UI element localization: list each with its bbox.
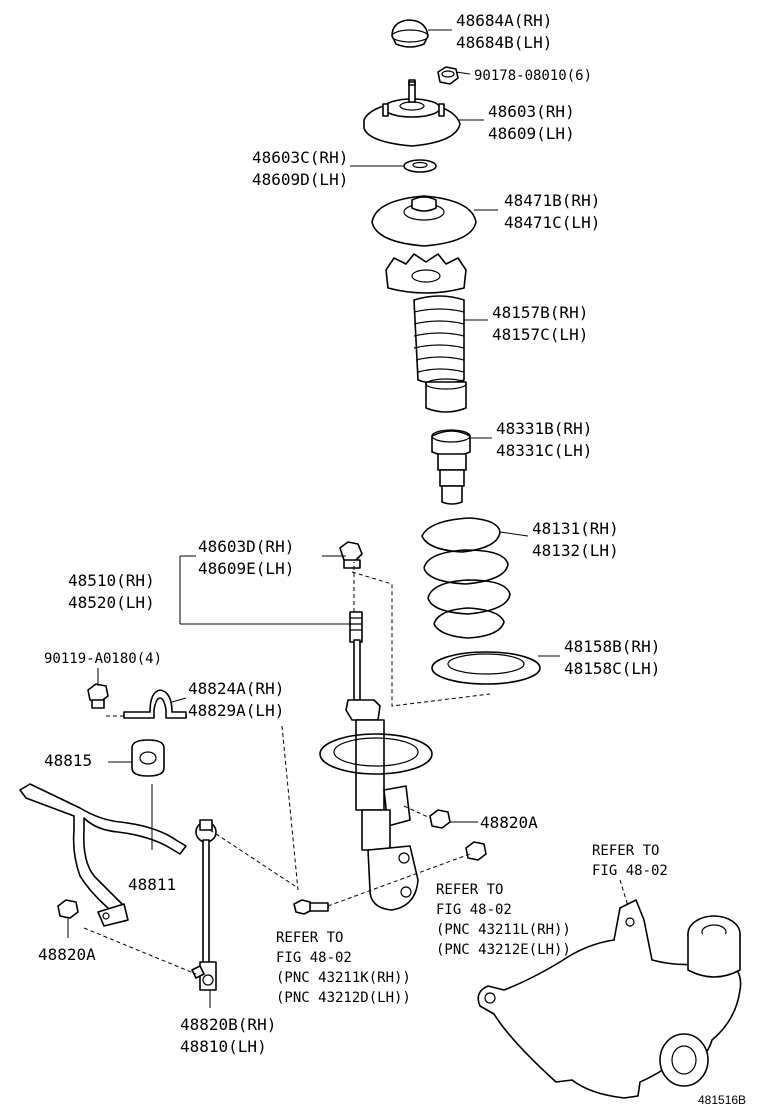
dust-boot — [385, 253, 467, 413]
label-48684b: 48684B(LH) — [456, 33, 552, 52]
label-refer-left-2: FIG 48-02 — [276, 950, 352, 966]
label-48815: 48815 — [44, 751, 92, 770]
label-48331b: 48331B(RH) — [496, 419, 592, 438]
strut-nut — [339, 541, 363, 569]
label-refer-mid-3: (PNC 43211L(RH)) — [436, 922, 571, 938]
label-refer-right-1: REFER TO — [592, 843, 659, 859]
label-48609e: 48609E(LH) — [198, 559, 294, 578]
lower-spring-insulator — [431, 651, 541, 685]
label-48471c: 48471C(LH) — [504, 213, 600, 232]
link-nut-left — [57, 899, 79, 919]
label-48471b: 48471B(RH) — [504, 191, 600, 210]
label-refer-right-2: FIG 48-02 — [592, 863, 668, 879]
upper-spring-seat — [371, 195, 477, 247]
label-48603d: 48603D(RH) — [198, 537, 294, 556]
label-48603: 48603(RH) — [488, 102, 575, 121]
label-48820b: 48820B(RH) — [180, 1015, 276, 1034]
label-48684a: 48684A(RH) — [456, 11, 552, 30]
label-48829a: 48829A(LH) — [188, 701, 284, 720]
label-48810: 48810(LH) — [180, 1037, 267, 1056]
label-refer-mid-1: REFER TO — [436, 882, 503, 898]
label-48157c: 48157C(LH) — [492, 325, 588, 344]
stabilizer-bracket — [123, 689, 187, 719]
stabilizer-bar — [19, 783, 187, 927]
label-48158b: 48158B(RH) — [564, 637, 660, 656]
label-48820a-left: 48820A — [38, 945, 96, 964]
stabilizer-link — [191, 819, 217, 991]
label-48609: 48609(LH) — [488, 124, 575, 143]
label-refer-mid-4: (PNC 43212E(LH)) — [436, 942, 571, 958]
bracket-bolt — [87, 683, 109, 709]
label-refer-left-4: (PNC 43212D(LH)) — [276, 990, 411, 1006]
label-48157b: 48157B(RH) — [492, 303, 588, 322]
stabilizer-bushing — [131, 739, 165, 777]
dashed-guides — [83, 562, 629, 975]
steering-knuckle — [477, 899, 742, 1099]
part-labels: 48684A(RH) 48684B(LH) 90178-08010(6) 486… — [38, 11, 746, 1107]
label-refer-mid-2: FIG 48-02 — [436, 902, 512, 918]
mount-bearing — [403, 159, 437, 173]
label-48132: 48132(LH) — [532, 541, 619, 560]
label-48820a-right: 48820A — [480, 813, 538, 832]
strut-mount — [363, 79, 461, 147]
label-48520: 48520(LH) — [68, 593, 155, 612]
link-nut-right — [429, 809, 451, 829]
label-48609d: 48609D(LH) — [252, 170, 348, 189]
label-48131: 48131(RH) — [532, 519, 619, 538]
label-48824a: 48824A(RH) — [188, 679, 284, 698]
label-48158c: 48158C(LH) — [564, 659, 660, 678]
label-refer-left-3: (PNC 43211K(RH)) — [276, 970, 411, 986]
label-90119: 90119-A0180(4) — [44, 651, 162, 667]
coil-spring — [421, 517, 511, 639]
shock-absorber-strut — [319, 611, 433, 911]
strut-bolt — [293, 899, 329, 915]
label-90178: 90178-08010(6) — [474, 68, 592, 84]
leader-lines — [67, 29, 560, 1008]
label-48331c: 48331C(LH) — [496, 441, 592, 460]
label-48603c: 48603C(RH) — [252, 148, 348, 167]
bump-stopper — [431, 429, 471, 505]
label-refer-left-1: REFER TO — [276, 930, 343, 946]
strut-bolt-nut — [465, 841, 487, 861]
label-48811: 48811 — [128, 875, 176, 894]
mount-nut — [437, 66, 459, 85]
label-48510: 48510(RH) — [68, 571, 155, 590]
figure-id: 481516B — [698, 1093, 746, 1107]
strut-dust-cap — [391, 19, 429, 48]
